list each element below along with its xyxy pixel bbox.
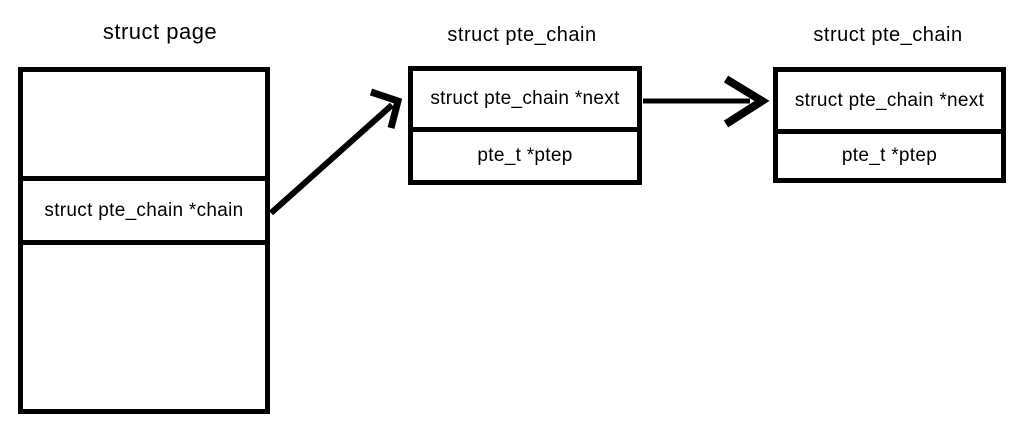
pte-chain-1-title: struct pte_chain bbox=[447, 24, 597, 46]
struct-page-title: struct page bbox=[102, 19, 218, 44]
pte-chain-2-divider bbox=[778, 129, 1001, 134]
pte-chain-2-next-field: struct pte_chain *next bbox=[794, 89, 985, 111]
page-box-divider-2 bbox=[23, 240, 265, 245]
page-box-divider-1 bbox=[23, 176, 265, 181]
page-box-empty-top-section bbox=[23, 72, 265, 176]
chain-to-pte-chain-1-arrow bbox=[269, 88, 403, 216]
struct-page-box: struct pte_chain *chain bbox=[18, 67, 270, 414]
pte-chain-2-ptep-field: pte_t *ptep bbox=[841, 145, 938, 166]
page-box-chain-field: struct pte_chain *chain bbox=[44, 199, 244, 221]
pte-chain-2-box: struct pte_chain *next pte_t *ptep bbox=[773, 67, 1006, 183]
pte-chain-1-next-field: struct pte_chain *next bbox=[430, 88, 620, 109]
pte-chain-2-title: struct pte_chain bbox=[813, 24, 963, 46]
pte-chain-1-ptep-field: pte_t *ptep bbox=[477, 145, 573, 166]
page-box-empty-bottom-section bbox=[23, 245, 265, 409]
next-to-pte-chain-2-arrow bbox=[643, 75, 770, 128]
pte-chain-1-divider bbox=[413, 127, 637, 132]
pte-chain-1-box: struct pte_chain *next pte_t *ptep bbox=[408, 66, 642, 185]
